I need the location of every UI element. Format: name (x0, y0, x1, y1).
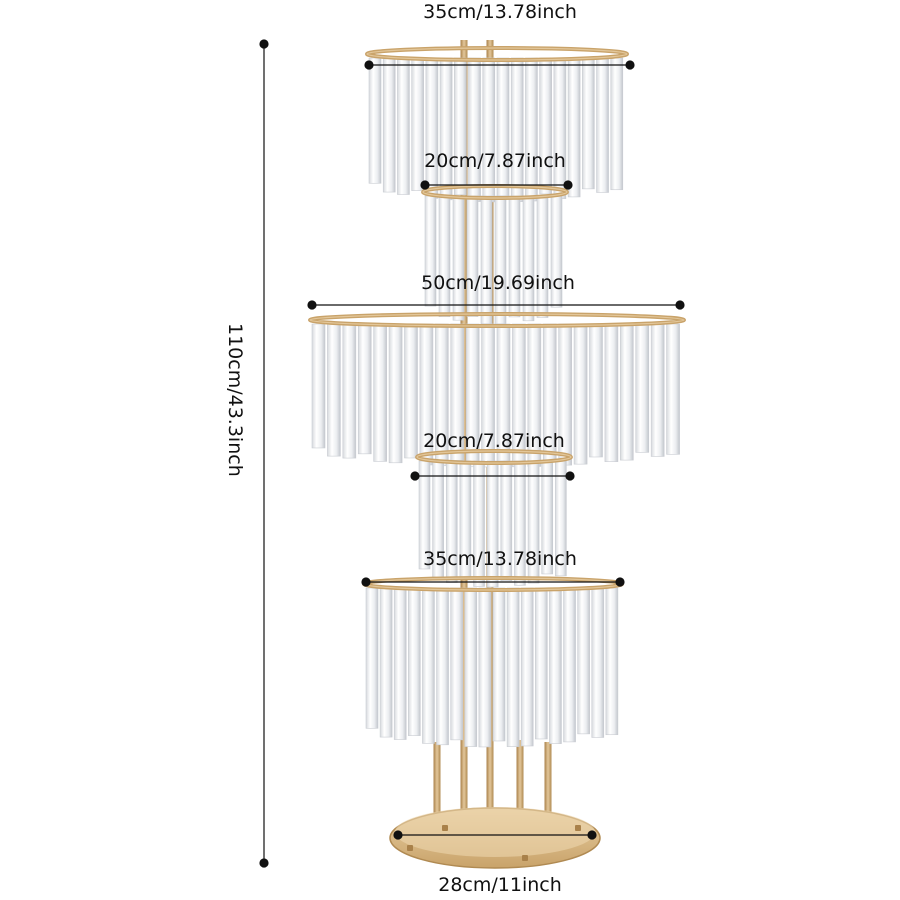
crystal-prism (342, 323, 357, 459)
crystal-prism (439, 57, 453, 201)
crystal-prism (365, 587, 379, 729)
base-width-dot-right (587, 830, 597, 840)
gold-post (544, 742, 552, 840)
crystal-prism (438, 195, 451, 318)
crystal-prism (464, 587, 478, 747)
crystal-prism (650, 323, 665, 457)
crystal-prism (436, 587, 449, 746)
crystal-prism (373, 323, 387, 462)
bottom-tier-dimension-label: 35cm/13.78inch (423, 548, 577, 570)
lower-neck-width-dot-left (410, 471, 420, 481)
gold-ring-highlight (309, 313, 685, 327)
crystal-prism (379, 587, 393, 738)
crystal-prism (508, 195, 521, 318)
crystal-prism (522, 195, 535, 322)
crystal-prism (404, 323, 418, 459)
crystal-prism (411, 57, 424, 191)
base-width-dot-left (393, 830, 403, 840)
crystal-prism (311, 323, 326, 449)
crystal-prism (357, 323, 372, 455)
upper-neck-dimension-label: 20cm/7.87inch (424, 150, 566, 172)
crystal-prism (492, 587, 506, 742)
gold-post (516, 740, 524, 845)
middle-tier-width-dot-right (675, 300, 685, 310)
height-dot-top (259, 39, 269, 49)
base-bolt (407, 845, 413, 851)
lower-neck-dimension-label: 20cm/7.87inch (423, 430, 565, 452)
crystal-prism (577, 587, 590, 735)
crystal-prism (393, 587, 407, 740)
crystal-prism (510, 57, 524, 202)
crystal-prism (635, 323, 650, 453)
upper-neck-crystals (421, 184, 569, 325)
crystal-prism (450, 587, 463, 741)
crystal-prism (582, 57, 595, 190)
lower-neck-width-dot-right (565, 471, 575, 481)
bottom-tier-width-dot-right (615, 577, 625, 587)
crystal-prism (454, 57, 467, 196)
crystal-prism (468, 57, 481, 202)
crystal-prism (388, 323, 403, 464)
height-dot-bottom (259, 858, 269, 868)
crystal-prism (539, 57, 552, 195)
middle-tier-width-dot-left (307, 300, 317, 310)
crystal-prism (666, 323, 680, 455)
gold-ring-highlight (366, 47, 628, 61)
crystal-prism (525, 57, 538, 202)
lower-neck-crystals (415, 449, 573, 588)
gold-ring-highlight (416, 450, 572, 464)
crystal-prism (573, 323, 588, 465)
crystal-prism (408, 587, 421, 736)
crystal-prism (620, 323, 634, 461)
crystal-prism (563, 587, 576, 743)
crystal-prism (506, 587, 520, 747)
crystal-prism (478, 587, 492, 748)
gold-post (433, 742, 441, 840)
top-tier-width-dot-left (364, 60, 374, 70)
crystal-prism (605, 587, 619, 736)
base-bolt (522, 855, 528, 861)
crystal-prism (610, 57, 624, 191)
top-crystal-tier (365, 46, 629, 203)
crystal-prism (425, 57, 439, 199)
crystal-prism (549, 587, 562, 744)
crystal-prism (382, 57, 396, 193)
middle-crystal-tier (308, 312, 686, 468)
crystal-prism (482, 57, 496, 203)
crystal-prism (520, 587, 534, 747)
crystal-prism (422, 587, 435, 744)
crystal-prism (397, 57, 410, 195)
middle-tier-dimension-label: 50cm/19.69inch (421, 272, 575, 294)
measurement-lines (259, 39, 685, 868)
crystal-prism (368, 57, 382, 184)
base-dimension-label: 28cm/11inch (438, 874, 562, 896)
height-dimension-label: 110cm/43.3inch (224, 323, 246, 477)
crystal-prism (589, 323, 603, 458)
crystal-prism (596, 57, 609, 193)
bottom-tier-width-dot-left (361, 577, 371, 587)
upper-neck-width-dot-left (420, 180, 430, 190)
crystal-prism (327, 323, 341, 457)
crystal-prism (591, 587, 605, 738)
crystal-prism (567, 57, 581, 198)
crystal-prism (553, 57, 567, 199)
top-tier-dimension-label: 35cm/13.78inch (423, 1, 577, 23)
gold-ring-highlight (422, 185, 568, 199)
bottom-crystal-tier (362, 576, 624, 748)
crystal-prism (536, 195, 549, 318)
upper-neck-width-dot-right (563, 180, 573, 190)
crystal-prism (604, 323, 619, 462)
base-bolt (442, 825, 448, 831)
base-bolt (575, 825, 581, 831)
crystal-prism (496, 57, 510, 197)
crystal-prism (466, 195, 479, 317)
crystal-tiers (308, 46, 686, 748)
crystal-prism (535, 587, 548, 740)
top-tier-width-dot-right (625, 60, 635, 70)
crystal-prism (452, 195, 465, 321)
base-plate-highlight (395, 807, 595, 857)
